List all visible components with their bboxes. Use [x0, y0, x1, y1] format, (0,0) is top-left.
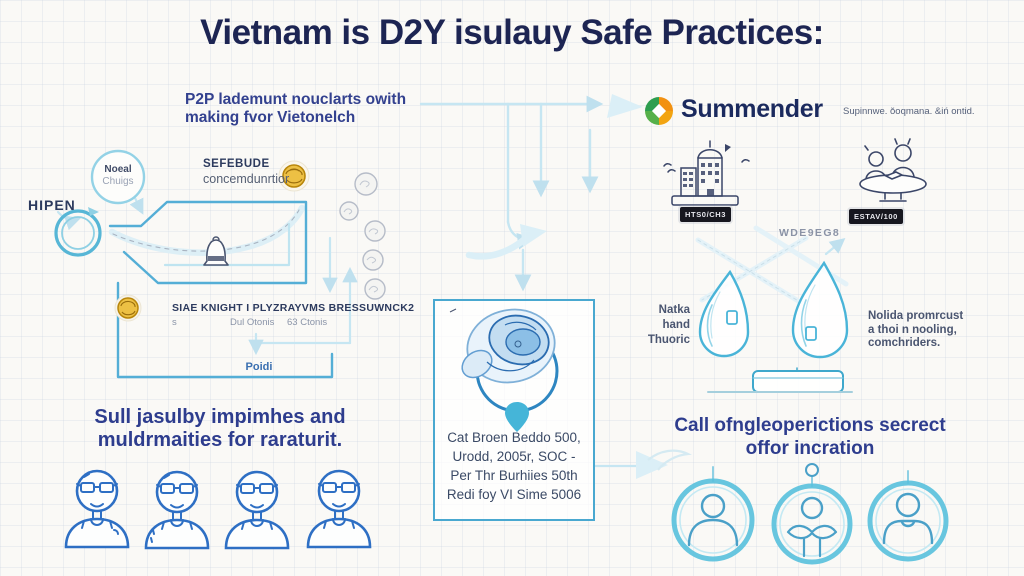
- page-title: Vietnam is D2Y isulauy Safe Practices:: [200, 13, 824, 52]
- right-note: Nolida promrcust a thoi n nooling, comch…: [868, 310, 963, 351]
- team-avatar-2: [144, 470, 210, 550]
- left-subtitle: P2P lademunt nouclarts owith making fvor…: [185, 91, 406, 127]
- tray-icon: [707, 367, 853, 393]
- right-note-line3: comchriders.: [868, 337, 941, 349]
- left-subtitle-line1: P2P lademunt nouclarts owith: [185, 91, 407, 108]
- meeting-illustration: [859, 138, 927, 202]
- building-tag: HTS0/CH3: [680, 207, 732, 222]
- gold-coin-icon: [114, 294, 142, 322]
- left-note-line2: hand: [662, 319, 690, 331]
- right-note-line2: a thoi n nooling,: [868, 323, 957, 336]
- droplet-left-icon: [698, 269, 750, 358]
- gold-knot-icon: [278, 160, 310, 192]
- bottom-left-caption: Sull jasulby impimhes and muldrmaities f…: [40, 406, 400, 452]
- ring-avatar-3: [867, 470, 949, 562]
- meeting-tag: ESTAV/100: [849, 209, 903, 224]
- connector-lines-top: [419, 94, 643, 292]
- center-box-line1: Cat Broen Beddo 500,: [447, 430, 581, 445]
- bell-icon: [203, 236, 229, 266]
- droplet-right-icon: [791, 260, 849, 359]
- buildings-illustration: [663, 140, 750, 206]
- left-note-line1: Natka: [658, 304, 690, 316]
- gray-coin-icons: [339, 172, 386, 300]
- flow-bar-title: SIAE KNIGHT I PLYZRAYVMS BRESSUWNCK2: [172, 302, 415, 314]
- ring-avatar-1: [671, 466, 755, 562]
- code-label: WDE9EG8: [779, 227, 841, 239]
- node-circle-line2: Chuigs: [102, 176, 134, 187]
- team-avatar-1: [64, 469, 130, 549]
- right-note-line1: Nolida promrcust: [868, 310, 964, 322]
- sefebude-line2: concemdunrtior: [203, 172, 290, 186]
- center-box-line2: Urodd, 2005r, SOC -: [452, 449, 576, 464]
- flow-bar-sub-right: 63 Ctonis: [287, 317, 328, 328]
- left-note: Natka hand Thuoric: [640, 303, 690, 348]
- flow-bar-sub-s: s: [172, 317, 177, 328]
- flow-bar-sub-mid: Dul Otonis: [230, 317, 275, 328]
- center-box-line3: Per Thr Burhiies 50th: [450, 468, 578, 483]
- ring-avatar-2: [771, 463, 853, 565]
- center-box-text: Cat Broen Beddo 500, Urodd, 2005r, SOC -…: [434, 428, 594, 504]
- node-circle-label: Noeal Chuigs: [86, 164, 150, 188]
- bottom-left-caption-line1: Sull jasulby impimhes and: [94, 406, 346, 428]
- node-circle-line1: Noeal: [104, 164, 132, 175]
- bottom-left-caption-line2: muldrmaities for raraturit.: [97, 429, 343, 451]
- sefebude-label: SEFEBUDE concemdunrtior: [203, 157, 289, 187]
- left-note-line3: Thuoric: [647, 334, 690, 346]
- left-subtitle-line2: making fvor Vietonelch: [185, 109, 356, 126]
- decorative-scribble: [647, 449, 693, 471]
- hipen-label: HIPEN: [28, 197, 76, 213]
- node-circle: [90, 149, 146, 205]
- connector-lines-misc: [56, 196, 846, 479]
- bottom-right-heading-line2: secrect offor incration: [745, 415, 946, 459]
- swirl-circle-icon: [54, 207, 102, 257]
- paid-button: Poidi: [245, 361, 273, 373]
- sefebude-line1: SEFEBUDE: [203, 158, 270, 170]
- bottom-right-heading: Call ofngleoperictions secrect offor inc…: [660, 414, 960, 460]
- brand-logo-icon: [645, 97, 673, 125]
- brand-tagline: Supinnwe. ŏoqmana. &iń ontid.: [843, 106, 975, 117]
- center-info-box: [433, 299, 595, 521]
- yarn-ball-icon: [461, 308, 556, 384]
- center-box-line4: Redi foy VI Sime 5006: [446, 487, 582, 502]
- bottom-right-heading-line1: Call ofngleoperictions: [674, 415, 874, 436]
- team-avatar-4: [306, 469, 372, 549]
- brand-name: Summender: [681, 95, 823, 123]
- team-avatar-3: [224, 470, 290, 550]
- flow-loop-left: [108, 200, 334, 379]
